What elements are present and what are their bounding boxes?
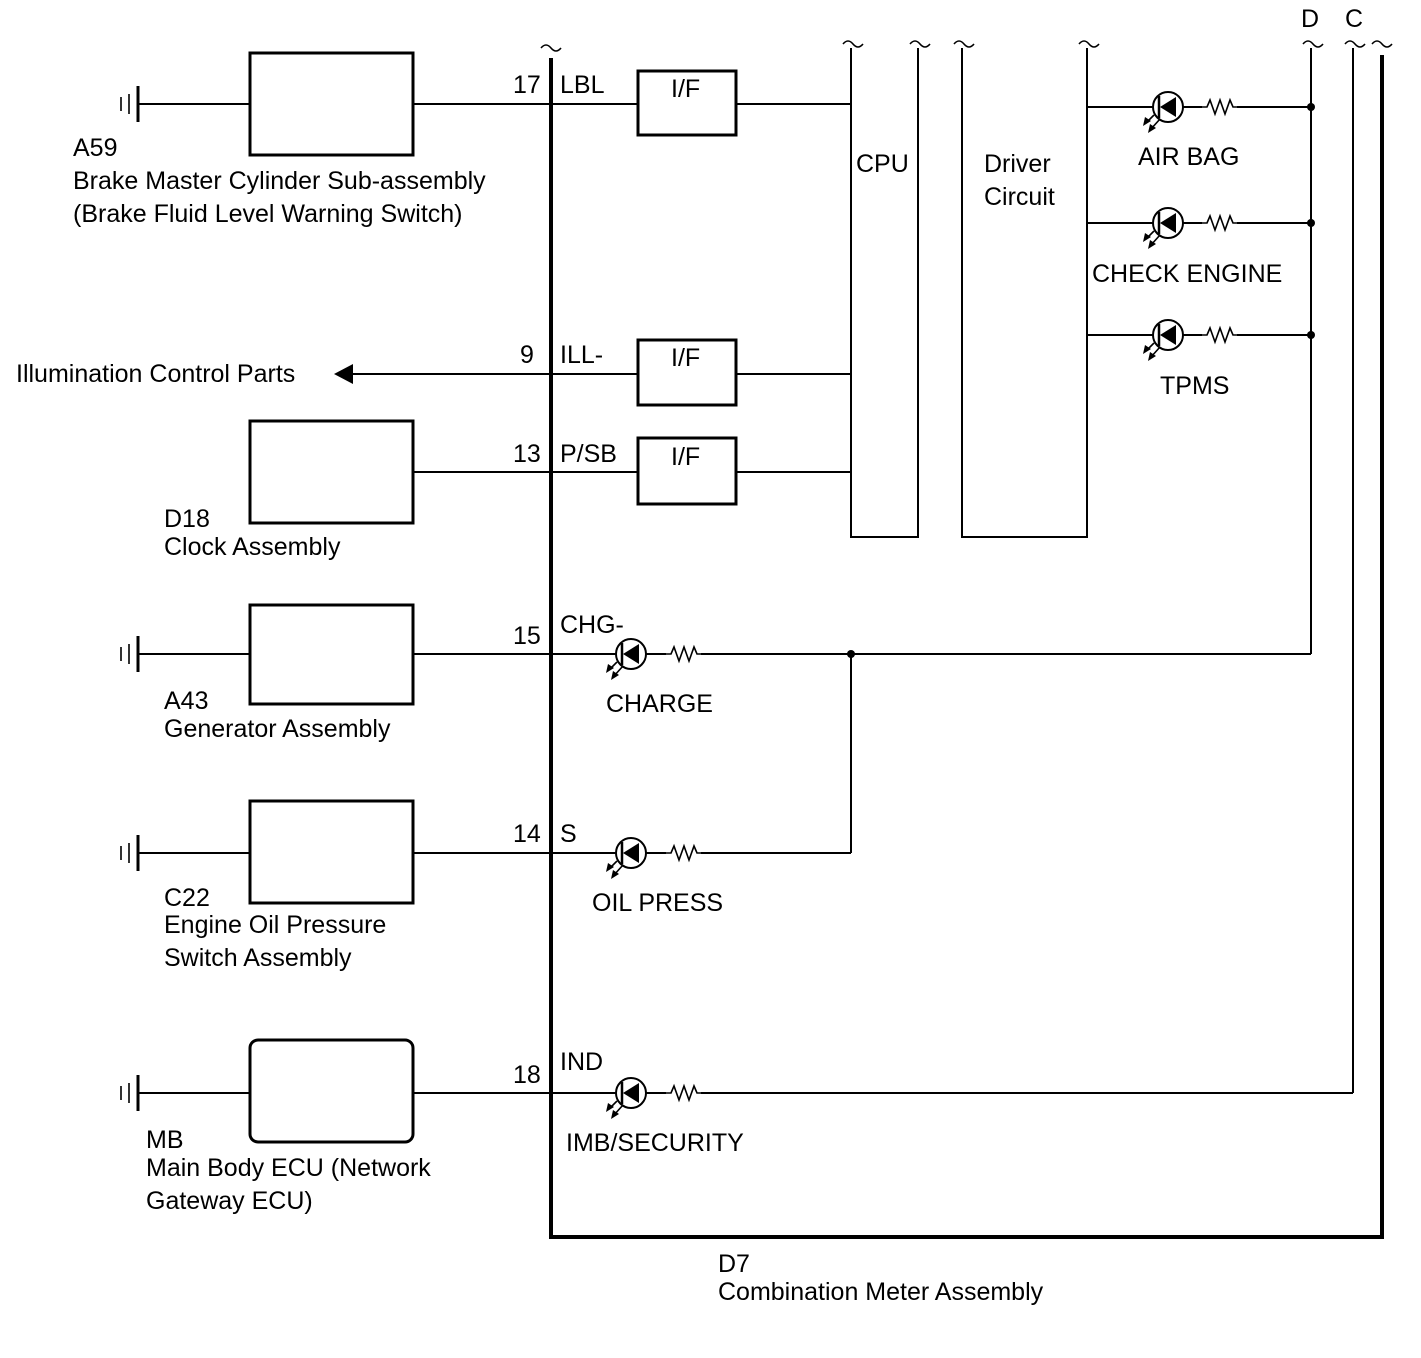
interface-label: I/F xyxy=(671,443,700,471)
pin-name: IND xyxy=(560,1048,603,1076)
component-name-line2: (Brake Fluid Level Warning Switch) xyxy=(73,200,463,228)
pin-name: CHG- xyxy=(560,611,624,639)
continuation-d-label: D xyxy=(1301,5,1319,33)
main-body-ecu-row: 18 IND IMB/SECURITY MB Main Body ECU (Ne… xyxy=(119,1038,1353,1215)
ground-icon xyxy=(119,1073,140,1113)
component-name-line1: Brake Master Cylinder Sub-assembly xyxy=(73,167,486,195)
clock-box xyxy=(248,419,415,525)
brake-master-box xyxy=(248,51,415,157)
oil-pressure-box xyxy=(248,799,415,905)
driver-circuit-block: Driver Circuit xyxy=(953,40,1100,538)
combination-meter-outline xyxy=(540,40,1393,1239)
ground-icon xyxy=(119,634,140,674)
component-name-line1: Engine Oil Pressure xyxy=(164,911,386,939)
resistor-icon xyxy=(1201,215,1238,231)
clock-row: I/F 13 P/SB D18 Clock Assembly xyxy=(164,419,851,561)
component-code: A59 xyxy=(73,134,117,162)
led-icon xyxy=(604,836,648,881)
arrow-left-icon xyxy=(334,364,353,384)
resistor-icon xyxy=(665,845,702,861)
led-icon xyxy=(604,637,648,682)
pin-name: P/SB xyxy=(560,440,617,468)
resistor-icon xyxy=(665,646,702,662)
continuation-c-label: C xyxy=(1345,5,1363,33)
pin-name: S xyxy=(560,820,577,848)
component-name-line1: Generator Assembly xyxy=(164,715,391,743)
resistor-icon xyxy=(665,1085,702,1101)
component-code: C22 xyxy=(164,884,210,912)
pin-number: 17 xyxy=(513,71,541,99)
component-name-line1: Main Body ECU (Network xyxy=(146,1154,431,1182)
resistor-icon xyxy=(1201,99,1238,115)
led-icon xyxy=(1141,318,1185,363)
indicator-charge: CHARGE xyxy=(606,690,713,718)
indicator-tpms: TPMS xyxy=(1160,372,1229,400)
illumination-label: Illumination Control Parts xyxy=(16,360,295,388)
cpu-label: CPU xyxy=(856,150,909,178)
component-code: D7 xyxy=(718,1250,750,1278)
led-icon xyxy=(604,1076,648,1121)
interface-label: I/F xyxy=(671,75,700,103)
generator-box xyxy=(248,603,415,706)
pin-number: 13 xyxy=(513,440,541,468)
oil-pressure-row: 14 S OIL PRESS C22 Engine Oil Pressure S… xyxy=(119,654,852,972)
pin-number: 15 xyxy=(513,622,541,650)
interface-box-ill xyxy=(636,338,738,407)
component-code: A43 xyxy=(164,687,208,715)
component-code: MB xyxy=(146,1126,184,1154)
interface-label: I/F xyxy=(671,344,700,372)
generator-row: 15 CHG- CHARGE A43 Generator Assembly xyxy=(119,603,1311,743)
continuation-d: D xyxy=(1301,5,1324,654)
component-name-line2: Switch Assembly xyxy=(164,944,352,972)
component-name-line2: Gateway ECU) xyxy=(146,1187,313,1215)
indicator-air-bag: AIR BAG xyxy=(1138,143,1239,171)
pin-number: 9 xyxy=(520,341,534,369)
pin-number: 18 xyxy=(513,1061,541,1089)
driver-label-line2: Circuit xyxy=(984,183,1055,211)
indicator-check-engine: CHECK ENGINE xyxy=(1092,260,1282,288)
component-name-line1: Combination Meter Assembly xyxy=(718,1278,1044,1306)
indicator-imb-security: IMB/SECURITY xyxy=(566,1129,744,1157)
driver-indicators: AIR BAG CHECK ENGINE TPMS xyxy=(1087,90,1315,400)
component-name-line1: Clock Assembly xyxy=(164,533,341,561)
ground-icon xyxy=(119,84,140,124)
pin-name: ILL- xyxy=(560,341,603,369)
cpu-block: CPU xyxy=(842,40,931,538)
led-icon xyxy=(1141,206,1185,251)
combination-meter-label: D7 Combination Meter Assembly xyxy=(718,1250,1044,1306)
continuation-c: C xyxy=(1344,5,1366,1093)
brake-master-row: I/F 17 LBL A59 Brake Master Cylinder Sub… xyxy=(73,51,851,228)
illumination-row: Illumination Control Parts I/F 9 ILL- xyxy=(16,338,851,407)
resistor-icon xyxy=(1201,327,1238,343)
main-body-ecu-box xyxy=(248,1038,415,1144)
ground-icon xyxy=(119,833,140,873)
pin-name: LBL xyxy=(560,71,605,99)
pin-number: 14 xyxy=(513,820,541,848)
indicator-oil-press: OIL PRESS xyxy=(592,889,723,917)
led-icon xyxy=(1141,90,1185,135)
component-code: D18 xyxy=(164,505,210,533)
driver-label-line1: Driver xyxy=(984,150,1051,178)
